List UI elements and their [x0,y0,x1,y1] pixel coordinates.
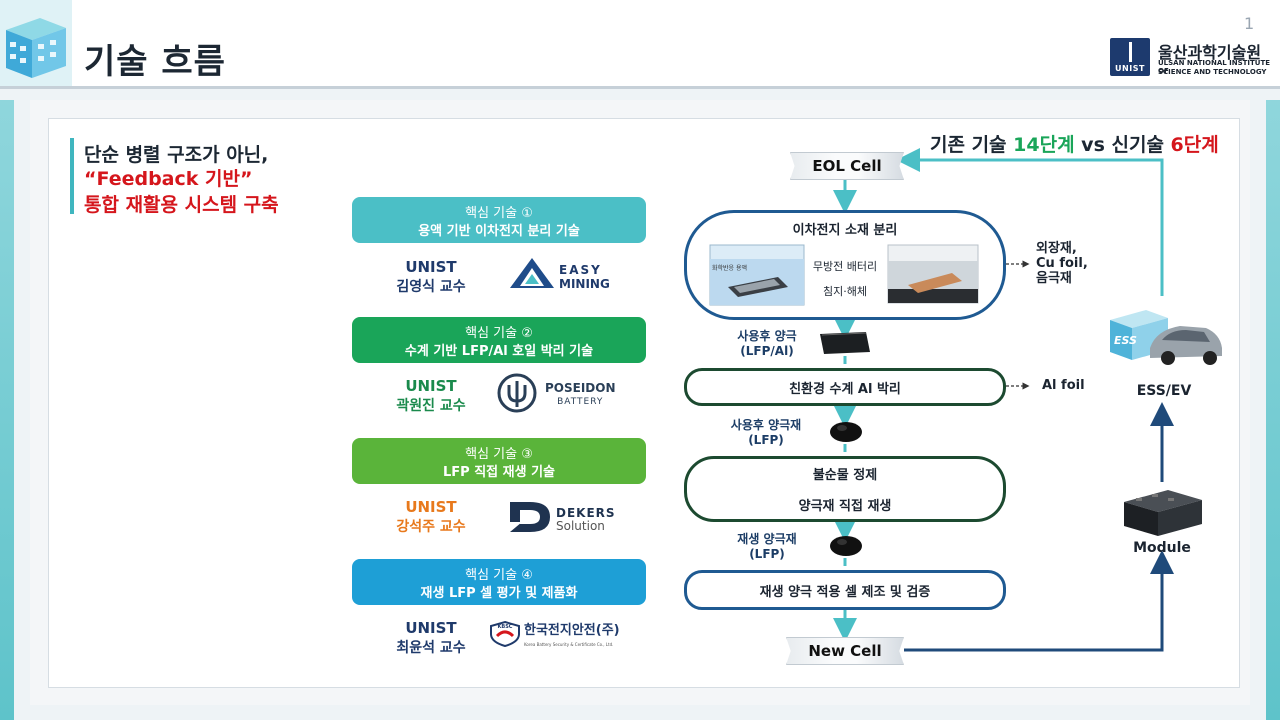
header [0,0,1280,88]
byproduct-al-foil: Al foil [1042,378,1085,393]
process-mid-bottom: 침지·해체 [823,285,867,298]
step-1-label: 이차전지 소재 분리 [792,223,898,238]
unist-logo: UNIST [1110,38,1150,76]
company-4: 한국전지안전(주)Korea Battery Security & Certif… [524,623,620,648]
kbsc-shield-icon [490,620,520,648]
kbsc-seal-text: KBSC [497,624,513,630]
headline-line-1: 단순 병렬 구조가 아닌, [84,144,269,166]
step-purification-regeneration [684,456,1006,522]
ess-tag: ESS [1114,334,1137,347]
spent-lfp-label: 사용후 양극재(LFP) [730,418,802,447]
right-accent-bar [1266,100,1280,720]
solution-tank-icon [709,244,805,306]
step-3a-label: 불순물 정제 [812,468,878,483]
module-label: Module [1133,540,1191,556]
step-al-delamination [684,368,1006,406]
headline-bar [70,138,74,214]
easy-mining-logo-icon [510,258,554,288]
eol-cell-banner: EOL Cell [790,152,904,180]
header-divider [0,86,1280,89]
dekers-logo-icon [510,502,550,532]
building-graphic-icon [0,0,72,88]
lfp-powder-icon [830,422,862,442]
step-4-label: 재생 양극 적용 셀 제조 및 검증 [759,585,931,600]
tank-label: 화학반응 용액 [712,265,748,272]
org-name: 울산과학기술원 [1158,43,1262,62]
process-mid-top: 무방전 배터리 [812,260,878,273]
left-accent-bar [0,100,14,720]
regenerated-powder-icon [830,536,862,556]
new-cell-banner: New Cell [786,637,904,665]
step-comparison: 기존 기술 14단계 vs 신기술 6단계 [930,134,1219,156]
spent-cathode-label: 사용후 양극(LFP/Al) [737,329,797,358]
poseidon-logo-icon [497,373,537,413]
org-name-en-2: SCIENCE AND TECHNOLOGY [1158,68,1267,76]
disassembled-battery-icon [887,244,979,304]
page-number: 1 [1244,14,1255,33]
org-name-en-1: ULSAN NATIONAL INSTITUTE OF [1158,59,1271,75]
step-2-label: 친환경 수계 Al 박리 [789,382,901,397]
battery-module-icon [1124,490,1202,536]
regenerated-lfp-label: 재생 양극재(LFP) [737,532,797,561]
byproducts-1: 외장재,Cu foil,음극재 [1036,241,1088,286]
headline-line-3: 통합 재활용 시스템 구축 [84,194,279,216]
ess-ev-label: ESS/EV [1136,383,1192,399]
step-3b-label: 양극재 직접 재생 [798,499,892,514]
page-title: 기술 흐름 [84,42,226,82]
step-cell-manufacture [684,570,1006,610]
ess-ev-icon [1110,310,1222,365]
cathode-sheet-icon [820,332,870,354]
headline-line-2: “Feedback 기반” [84,168,253,190]
